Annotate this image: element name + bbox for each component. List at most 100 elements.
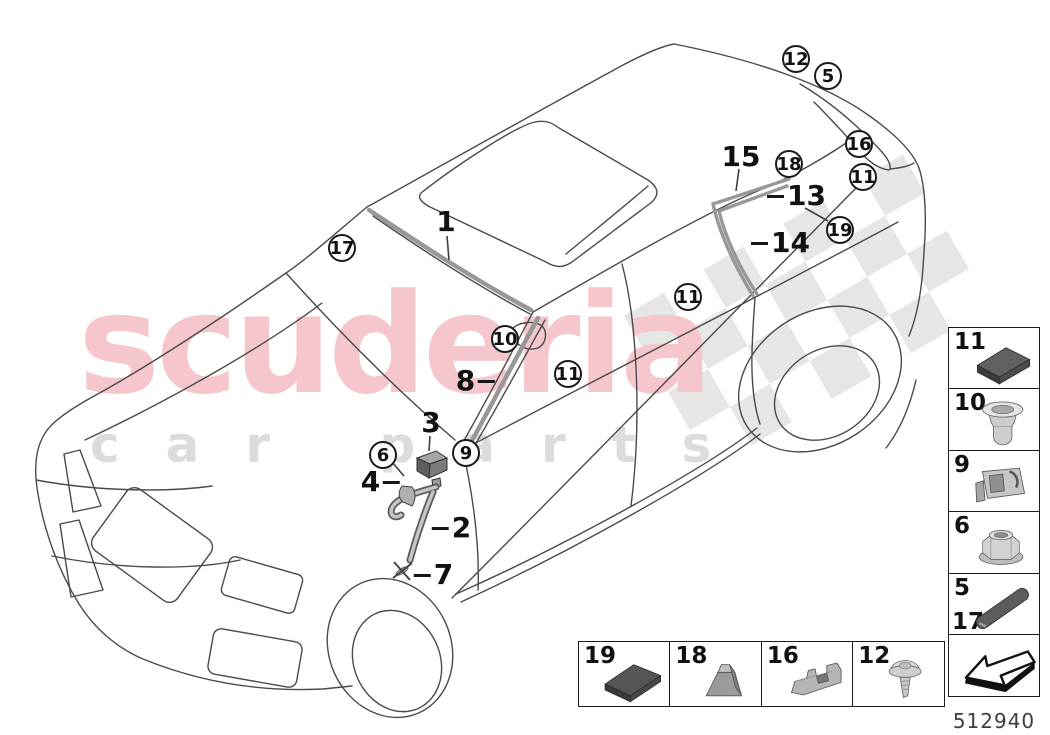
callout-number: 15: [721, 140, 761, 173]
leader-dash: [431, 526, 449, 530]
flag-checkers: [624, 154, 969, 446]
callout-label-3[interactable]: 3: [421, 409, 440, 437]
x-marker-part-7: [392, 561, 413, 581]
leader-dash: [767, 194, 785, 198]
rear-wheel: [773, 345, 881, 441]
callout-circle-11[interactable]: 11: [849, 163, 877, 191]
beltline: [469, 221, 899, 447]
callout-label-13[interactable]: 13: [764, 182, 826, 210]
end-cap-icon: [778, 653, 852, 705]
callout-label-4[interactable]: 4: [361, 468, 403, 496]
callout-label-2[interactable]: 2: [429, 514, 471, 542]
leader-15: [735, 168, 740, 192]
torx-screw-icon: [869, 653, 943, 705]
clamp-bracket-icon: [964, 459, 1038, 511]
spoiler-under-line: [799, 83, 891, 170]
legend-number: 11: [954, 329, 987, 355]
front-wheel-arch: [326, 577, 454, 719]
grille: [90, 486, 214, 604]
callout-number: 13: [787, 179, 826, 212]
watermark-brand-text: scuderia: [78, 264, 713, 425]
windshield-top-edge: [372, 215, 531, 315]
roof-side-rail: [532, 135, 857, 313]
callout-circle-17[interactable]: 17: [328, 234, 356, 262]
rear-lower-edge: [885, 379, 917, 449]
bumper-line-2: [51, 555, 241, 568]
wedge-pad-icon: [686, 653, 760, 705]
callout-number: 8: [455, 364, 476, 397]
b-pillar: [621, 263, 638, 507]
legend-item-direction-arrow[interactable]: [948, 634, 1040, 698]
flange-nut-icon: [964, 520, 1038, 572]
leader-1: [446, 235, 450, 261]
side-crease: [451, 183, 861, 599]
fender-crease: [84, 302, 323, 441]
callout-circle-18[interactable]: 18: [775, 150, 803, 178]
a-pillar-edge: [461, 311, 534, 445]
clip-part-4: [398, 485, 416, 507]
callout-label-15[interactable]: 15: [722, 143, 761, 171]
leader-6: [391, 461, 405, 477]
grommet-icon: [964, 397, 1038, 449]
bumper-line-1: [35, 479, 213, 491]
a-pillar-moulding: [465, 315, 541, 451]
drawing-number: 512940: [952, 709, 1036, 733]
legend-number: 19: [584, 643, 617, 669]
callout-circle-11[interactable]: 11: [674, 283, 702, 311]
callout-circle-11[interactable]: 11: [554, 360, 582, 388]
callout-number: 3: [421, 406, 441, 439]
callout-label-7[interactable]: 7: [411, 561, 453, 589]
legend-item-16[interactable]: 16: [760, 641, 854, 707]
rocker-line-1: [455, 427, 758, 595]
callout-label-8[interactable]: 8: [456, 367, 498, 395]
windshield-left-edge: [47, 206, 368, 430]
legend-number: 10: [954, 390, 987, 417]
legend-item-12[interactable]: 12: [852, 641, 946, 707]
legend-number: 18: [675, 643, 708, 669]
callout-circle-9[interactable]: 9: [452, 439, 480, 467]
leader-19: [804, 207, 829, 222]
a-pillar-edge-2: [471, 319, 546, 451]
callout-label-14[interactable]: 14: [748, 229, 810, 257]
callout-label-1[interactable]: 1: [436, 208, 455, 236]
left-lower-intake: [59, 519, 104, 598]
legend-item-11[interactable]: 11: [948, 327, 1040, 390]
front-wheel: [351, 609, 443, 713]
rocker-line-2: [460, 433, 761, 603]
legend-number: 6: [954, 513, 971, 540]
leader-dash: [383, 480, 401, 484]
leader-lines: [391, 168, 829, 477]
lower-intake: [207, 628, 303, 688]
left-headlight: [63, 449, 102, 513]
callout-number: 4: [360, 465, 381, 498]
legend-item-19[interactable]: 19: [578, 641, 671, 707]
legend-number: 9: [954, 451, 971, 478]
legend-item-18[interactable]: 18: [669, 641, 763, 707]
callout-number: 2: [451, 511, 472, 544]
legend-item-10[interactable]: 10: [948, 388, 1040, 452]
foam-pad-icon: [964, 336, 1038, 388]
callout-circle-10[interactable]: 10: [491, 325, 519, 353]
callout-number: 1: [436, 205, 456, 238]
leader-dash: [751, 241, 769, 245]
legend-item-6[interactable]: 6: [948, 511, 1040, 575]
rear-quarter-window-mouldings: [711, 177, 791, 298]
legend-item-9[interactable]: 9: [948, 449, 1040, 513]
callout-number: 7: [433, 558, 454, 591]
foam-pad-flat-icon: [595, 653, 669, 705]
callout-circle-5[interactable]: 5: [814, 62, 842, 90]
legend-number: 5: [954, 574, 971, 601]
rear-wheel-arch: [737, 305, 903, 453]
callout-circle-19[interactable]: 19: [826, 216, 854, 244]
sunroof-inner: [565, 185, 649, 255]
callout-circle-6[interactable]: 6: [369, 441, 397, 469]
callout-circle-16[interactable]: 16: [845, 130, 873, 158]
callout-circle-12[interactable]: 12: [782, 45, 810, 73]
